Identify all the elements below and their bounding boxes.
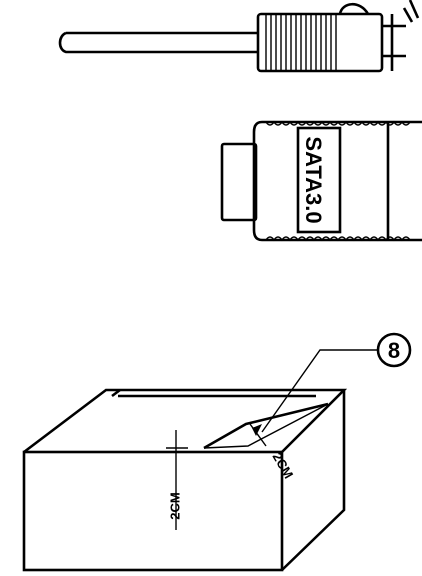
plug-latch <box>338 2 370 15</box>
plug-ribs <box>265 14 337 71</box>
box-front-face <box>22 450 284 572</box>
box-top-face <box>23 388 348 454</box>
dimension-vertical: 2CM <box>166 430 188 530</box>
plug-body <box>256 12 384 73</box>
sata-connector: SATA3.0 <box>220 120 422 242</box>
box-label <box>203 402 329 450</box>
connector-label: SATA3.0 <box>301 136 326 223</box>
callout-bubble <box>376 332 412 368</box>
dim-diagonal-arrow <box>252 424 262 436</box>
connector-bottom-ribs <box>265 236 411 242</box>
box-flap-line <box>111 388 121 398</box>
connector-stub <box>220 142 258 222</box>
callout-8: 8 <box>261 332 412 433</box>
dim-vertical-text: 2CM <box>167 492 182 519</box>
box-label-edge <box>203 403 329 449</box>
connector-label-box <box>296 126 342 234</box>
box-right-face <box>281 390 346 571</box>
connector-top-ribs <box>265 120 411 126</box>
carton-box <box>22 388 348 572</box>
plug-tab-2 <box>408 0 420 19</box>
plug-tab <box>402 7 414 23</box>
callout-leader <box>261 349 378 433</box>
callout-number: 8 <box>388 338 400 363</box>
connector-housing <box>252 120 422 242</box>
cable <box>58 31 258 54</box>
sata-cable-plug <box>58 0 420 73</box>
plug-end <box>382 14 406 71</box>
dim-diagonal-text: 2CM <box>270 450 297 481</box>
dim-diagonal-line <box>249 423 267 447</box>
